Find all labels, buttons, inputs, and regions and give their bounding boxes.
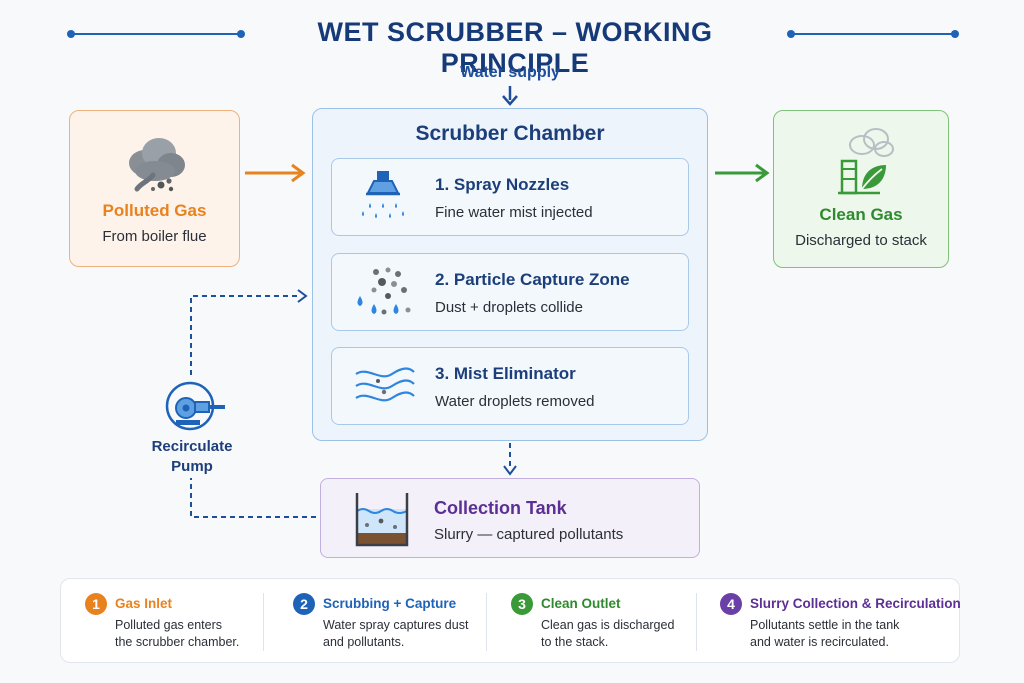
- stage-3-title: 3. Mist Eliminator: [435, 364, 576, 383]
- legend-divider: [263, 593, 264, 651]
- legend-desc-line1: Polluted gas enters: [115, 618, 223, 632]
- clean-gas-subtitle: Discharged to stack: [795, 232, 927, 249]
- legend-panel: 1 Gas Inlet Polluted gas enters the scru…: [60, 578, 961, 664]
- clean-gas-card: Clean Gas Discharged to stack: [773, 110, 949, 268]
- stage-spray-nozzles: 1. Spray Nozzles Fine water mist injecte…: [331, 158, 689, 236]
- title-rule-right: [787, 30, 959, 38]
- water-supply-arrow: [502, 86, 518, 106]
- recirculation-line: [190, 289, 316, 518]
- stage-1-desc: Fine water mist injected: [435, 204, 593, 221]
- chamber-to-tank-arrow: [503, 443, 517, 476]
- legend-item-clean-outlet: 3 Clean Outlet Clean gas is discharged t…: [511, 579, 711, 664]
- tank-title: Collection Tank: [434, 498, 567, 518]
- legend-desc: Polluted gas enters the scrubber chamber…: [115, 617, 239, 651]
- collection-tank: Collection Tank Slurry — captured pollut…: [320, 478, 700, 558]
- legend-desc-line1: Pollutants settle in the tank: [750, 618, 900, 632]
- legend-desc-line2: and water is recirculated.: [750, 635, 889, 649]
- legend-item-gas-inlet: 1 Gas Inlet Polluted gas enters the scru…: [85, 579, 275, 664]
- tank-icon: [355, 493, 409, 547]
- legend-title: Clean Outlet: [541, 596, 621, 611]
- stage-mist-eliminator: 3. Mist Eliminator Water droplets remove…: [331, 347, 689, 425]
- legend-number-badge: 2: [293, 593, 315, 615]
- pump-icon: [165, 381, 225, 431]
- mist-waves-icon: [355, 367, 415, 402]
- legend-title: Scrubbing + Capture: [323, 596, 457, 611]
- legend-desc-line2: to the stack.: [541, 635, 609, 649]
- page-title: WET SCRUBBER – WORKING PRINCIPLE: [317, 17, 713, 78]
- legend-item-scrubbing: 2 Scrubbing + Capture Water spray captur…: [293, 579, 493, 664]
- clean-gas-title: Clean Gas: [819, 205, 903, 224]
- legend-desc: Water spray captures dust and pollutants…: [323, 617, 468, 651]
- particle-droplets-icon: [357, 267, 411, 315]
- pump-label-line2: Pump: [171, 458, 213, 475]
- smoke-cloud-icon: [129, 138, 185, 192]
- pump-label: Recirculate Pump: [140, 437, 244, 477]
- legend-title: Gas Inlet: [115, 596, 173, 611]
- stage-particle-capture: 2. Particle Capture Zone Dust + droplets…: [331, 253, 689, 331]
- polluted-gas-card: Polluted Gas From boiler flue: [69, 110, 240, 267]
- legend-divider: [696, 593, 697, 651]
- legend-desc-line1: Water spray captures dust: [323, 618, 469, 632]
- legend-desc-line1: Clean gas is discharged: [541, 618, 675, 632]
- title-rule-left: [67, 30, 245, 38]
- legend-number-badge: 4: [720, 593, 742, 615]
- inlet-arrow: [245, 163, 306, 183]
- legend-desc-line2: the scrubber chamber.: [115, 635, 240, 649]
- tank-desc: Slurry — captured pollutants: [434, 526, 624, 543]
- legend-desc: Clean gas is discharged to the stack.: [541, 617, 674, 651]
- legend-number-badge: 3: [511, 593, 533, 615]
- polluted-gas-title: Polluted Gas: [102, 201, 207, 220]
- chamber-title: Scrubber Chamber: [415, 122, 605, 145]
- spray-nozzle-icon: [362, 171, 404, 218]
- legend-title: Slurry Collection & Recirculation: [750, 596, 961, 611]
- legend-number-badge: 1: [85, 593, 107, 615]
- polluted-gas-subtitle: From boiler flue: [102, 228, 207, 245]
- stage-1-title: 1. Spray Nozzles: [435, 175, 570, 194]
- stage-3-desc: Water droplets removed: [435, 393, 595, 410]
- water-supply-label: Water supply: [460, 64, 560, 81]
- legend-divider: [486, 593, 487, 651]
- legend-desc-line2: and pollutants.: [323, 635, 405, 649]
- stage-2-title: 2. Particle Capture Zone: [435, 270, 630, 289]
- factory-leaf-icon: [838, 128, 894, 195]
- outlet-arrow: [715, 163, 770, 183]
- legend-item-slurry: 4 Slurry Collection & Recirculation Poll…: [720, 579, 961, 664]
- pump-label-line1: Recirculate: [151, 438, 233, 455]
- stage-2-desc: Dust + droplets collide: [435, 299, 583, 316]
- legend-desc: Pollutants settle in the tank and water …: [750, 617, 899, 651]
